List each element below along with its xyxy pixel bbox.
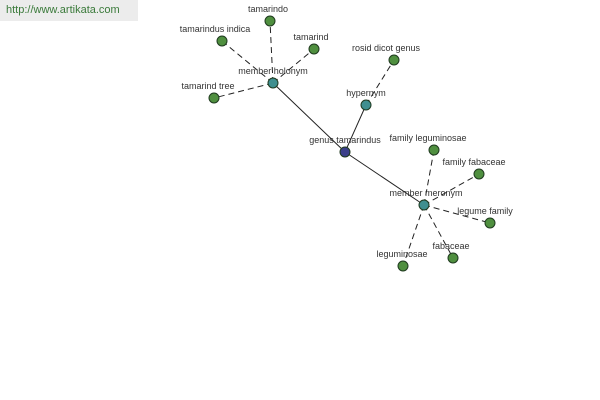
source-url-banner[interactable]: http://www.artikata.com — [0, 0, 138, 21]
node-label-tamarind[interactable]: tamarind — [293, 32, 328, 42]
edge-genus-tamarindus-to-hypernym — [344, 104, 367, 153]
node-member-holonym[interactable] — [267, 77, 279, 89]
node-family-fabaceae[interactable] — [473, 168, 485, 180]
edge-member-holonym-to-tamarind-tree — [213, 82, 274, 99]
node-legume-family[interactable] — [484, 217, 496, 229]
edge-member-meronym-to-fabaceae — [423, 204, 454, 259]
node-label-family-fabaceae[interactable]: family fabaceae — [442, 157, 505, 167]
node-family-leguminosae[interactable] — [428, 144, 440, 156]
node-genus-tamarindus[interactable] — [339, 146, 351, 158]
node-label-tamarindo[interactable]: tamarindo — [248, 4, 288, 14]
node-label-hypernym[interactable]: hypernym — [346, 88, 386, 98]
node-label-family-leguminosae[interactable]: family leguminosae — [389, 133, 466, 143]
node-tamarind-tree[interactable] — [208, 92, 220, 104]
node-label-rosid-dicot-genus[interactable]: rosid dicot genus — [352, 43, 421, 53]
edge-member-meronym-to-family-fabaceae — [423, 173, 480, 206]
node-member-meronym[interactable] — [418, 199, 430, 211]
edge-member-meronym-to-leguminosae — [402, 204, 425, 267]
node-hypernym[interactable] — [360, 99, 372, 111]
edge-member-meronym-to-legume-family — [423, 204, 491, 224]
node-label-tamarind-tree[interactable]: tamarind tree — [181, 81, 234, 91]
node-leguminosae[interactable] — [397, 260, 409, 272]
node-label-member-holonym[interactable]: member holonym — [238, 66, 308, 76]
nodes-layer — [208, 15, 496, 272]
edge-hypernym-to-rosid-dicot-genus — [365, 59, 395, 106]
node-tamarindo[interactable] — [264, 15, 276, 27]
node-label-member-meronym[interactable]: member meronym — [389, 188, 462, 198]
edge-member-holonym-to-tamarindo — [269, 20, 274, 84]
edges-layer — [213, 20, 491, 267]
labels-layer: genus tamarindus member holonym hypernym me… — [180, 4, 514, 259]
node-label-tamarindus-indica[interactable]: tamarindus indica — [180, 24, 251, 34]
edge-member-holonym-to-tamarindus-indica — [221, 40, 274, 84]
node-label-genus-tamarindus[interactable]: genus tamarindus — [309, 135, 381, 145]
edge-genus-tamarindus-to-member-meronym — [344, 151, 425, 206]
node-tamarindus-indica[interactable] — [216, 35, 228, 47]
node-label-leguminosae[interactable]: leguminosae — [376, 249, 427, 259]
node-rosid-dicot-genus[interactable] — [388, 54, 400, 66]
edge-genus-tamarindus-to-member-holonym — [272, 82, 346, 153]
node-label-fabaceae[interactable]: fabaceae — [432, 241, 469, 251]
node-label-legume-family[interactable]: legume family — [457, 206, 513, 216]
edge-member-holonym-to-tamarind — [272, 48, 315, 84]
node-fabaceae[interactable] — [447, 252, 459, 264]
node-tamarind[interactable] — [308, 43, 320, 55]
